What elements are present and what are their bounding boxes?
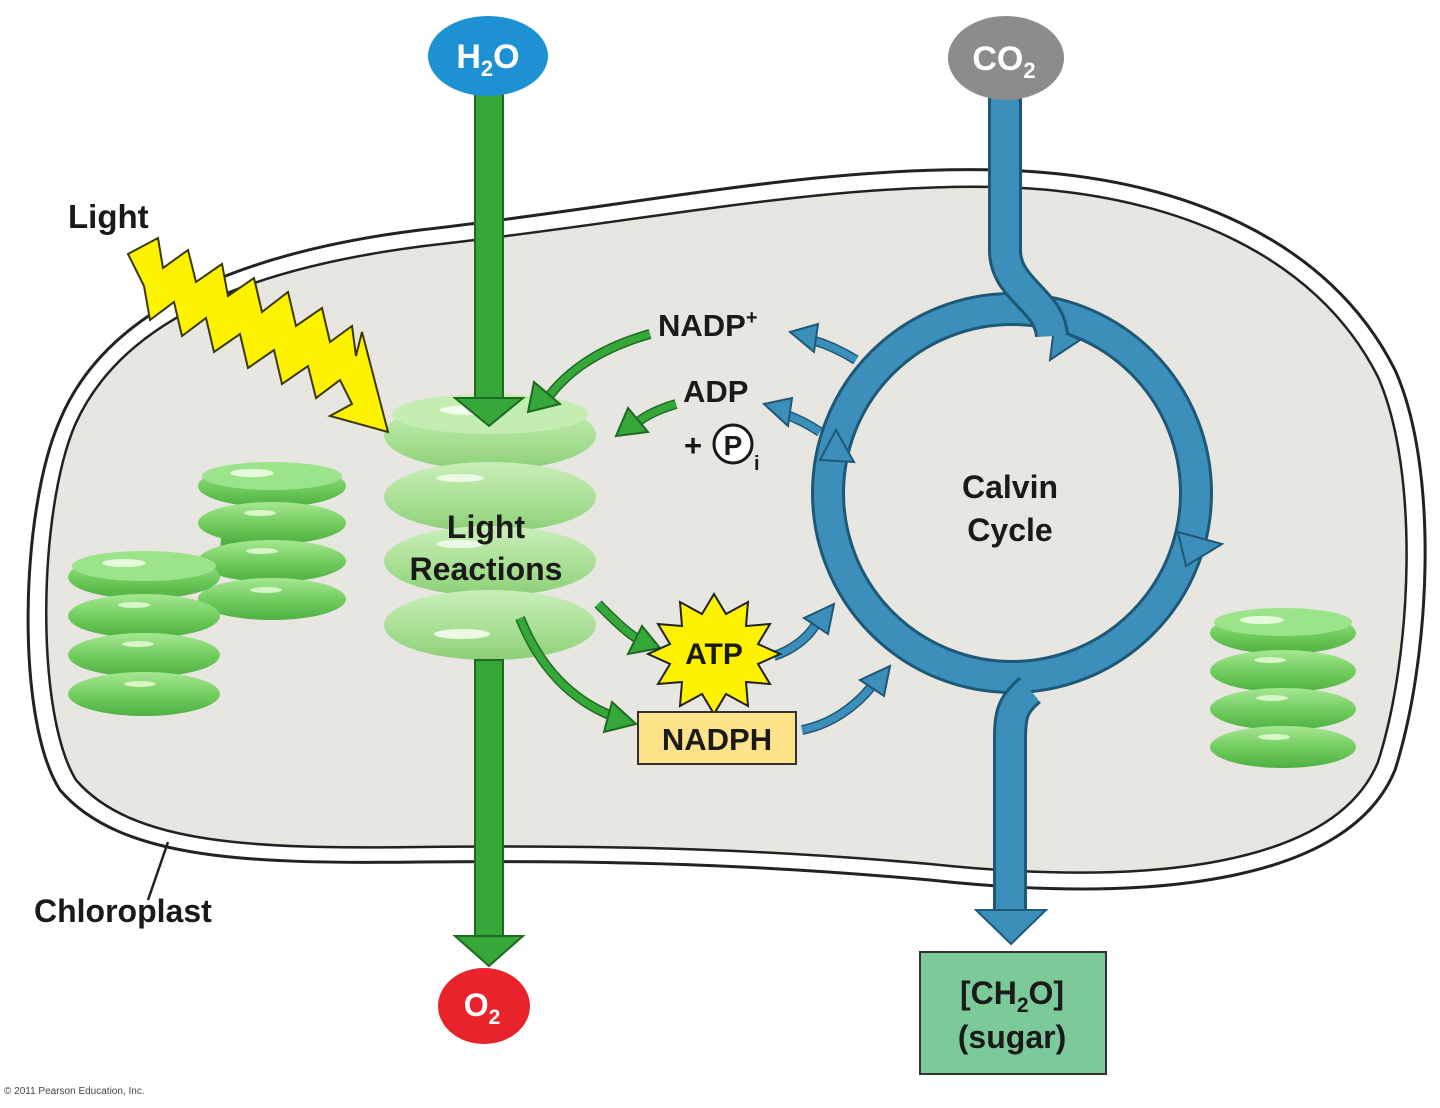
phosphate-letter: P <box>724 430 743 461</box>
thylakoid-stack-right <box>1210 608 1356 768</box>
thylakoid-stack-left <box>68 551 220 716</box>
sugar-flow-arrow <box>973 676 1049 946</box>
thylakoid-stack-back <box>198 462 346 620</box>
light-label: Light <box>68 198 149 235</box>
co2-flow-arrow <box>988 80 1069 339</box>
co2-label-sub: 2 <box>1023 58 1035 83</box>
sugar-label: (sugar) <box>958 1019 1066 1055</box>
sugar-formula: [CH2O] <box>960 975 1064 1017</box>
o2-label-main: O <box>464 987 489 1023</box>
nadp-label-main: NADP <box>658 308 746 343</box>
lightning-bolt-icon <box>126 236 390 434</box>
nadp-label: NADP+ <box>658 307 758 343</box>
h2o-label-sub: 2 <box>481 56 493 81</box>
adp-label: ADP <box>683 374 748 409</box>
h2o-label-tail: O <box>493 38 519 76</box>
chloroplast-pointer <box>146 841 170 901</box>
sugar-formula-sub: 2 <box>1017 994 1029 1017</box>
svg-text:H2O: H2O <box>456 38 519 81</box>
chloroplast-label: Chloroplast <box>34 893 212 929</box>
light-reactions-label-line2: Reactions <box>410 551 563 587</box>
calvin-cycle-label-line2: Cycle <box>967 512 1052 548</box>
calvin-cycle-label-line1: Calvin <box>962 469 1058 505</box>
phosphate-circle <box>712 423 754 465</box>
svg-text:O2: O2 <box>464 987 501 1029</box>
calvin-cycle-ring <box>811 292 1225 694</box>
pi-plus: + <box>684 428 702 463</box>
chloroplast-stroma <box>45 185 1408 874</box>
copyright-notice: © 2011 Pearson Education, Inc. <box>4 1086 145 1097</box>
sugar-formula-a: [CH <box>960 975 1017 1011</box>
sugar-box <box>919 951 1107 1075</box>
light-reactions-label-line1: Light <box>447 509 526 545</box>
sugar-formula-c: O] <box>1029 975 1065 1011</box>
h2o-label-main: H <box>456 38 481 76</box>
co2-label-main: CO <box>972 40 1023 78</box>
o2-bubble: O2 <box>438 968 530 1044</box>
h2o-bubble: H2O <box>428 16 548 96</box>
nadph-label: NADPH <box>662 722 772 757</box>
nadp-label-sup: + <box>746 307 758 329</box>
light-reactions-thylakoid <box>384 394 596 660</box>
atp-label: ATP <box>685 638 743 671</box>
phosphate-subscript: i <box>754 453 760 475</box>
nadph-box <box>637 711 797 765</box>
svg-text:CO2: CO2 <box>972 40 1035 83</box>
co2-bubble: CO2 <box>948 16 1064 100</box>
green-small-arrows <box>515 329 678 734</box>
o2-label-sub: 2 <box>489 1006 501 1029</box>
